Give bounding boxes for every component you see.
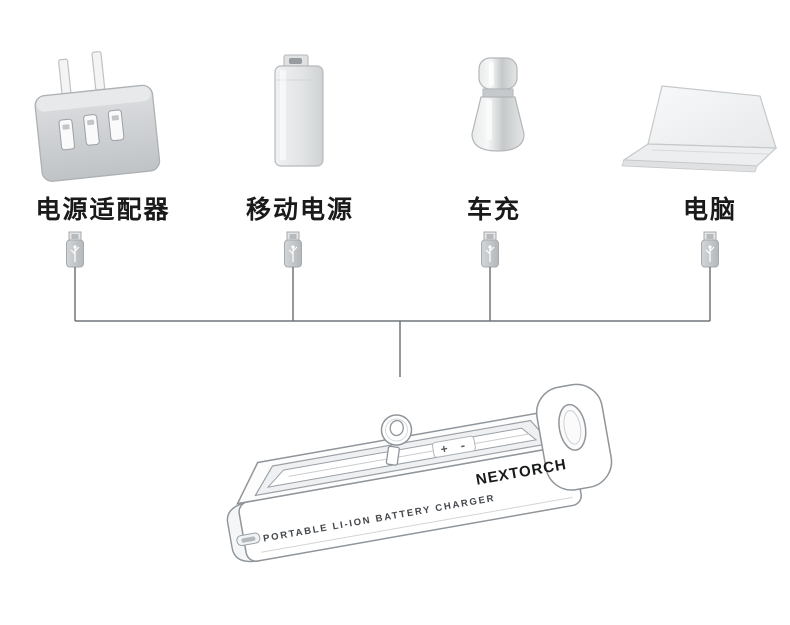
laptop-icon xyxy=(621,85,778,173)
connection-lines xyxy=(74,267,711,377)
slider-key xyxy=(380,414,413,466)
usb-plug-icon xyxy=(66,231,84,268)
source-label-power-bank: 移动电源 xyxy=(245,196,354,224)
base-seam xyxy=(261,496,573,553)
source-label-computer: 电脑 xyxy=(682,196,737,224)
adapter-top-face xyxy=(36,86,151,112)
usb-plug-icon xyxy=(481,231,499,268)
power-adapter-icon xyxy=(34,51,161,182)
adapter-usb-ports xyxy=(58,109,125,151)
usb-plugs xyxy=(66,231,719,268)
polarity-marks: + - xyxy=(431,435,476,458)
source-label-car-charger: 车充 xyxy=(466,196,521,224)
charger-illustration: + - NEXTORCH PORTABLE LI-ION BATTERY CHA… xyxy=(226,383,613,563)
polarity-minus: - xyxy=(459,437,466,453)
charger-usb-port xyxy=(236,532,261,547)
polarity-plus: + xyxy=(439,441,448,456)
car-charger-icon xyxy=(471,57,525,152)
power-bank-icon xyxy=(274,54,324,167)
usb-plug-icon xyxy=(701,231,719,268)
source-label-power-adapter: 电源适配器 xyxy=(35,196,171,224)
hanging-hole xyxy=(558,403,587,451)
usb-plug-icon xyxy=(284,231,302,268)
